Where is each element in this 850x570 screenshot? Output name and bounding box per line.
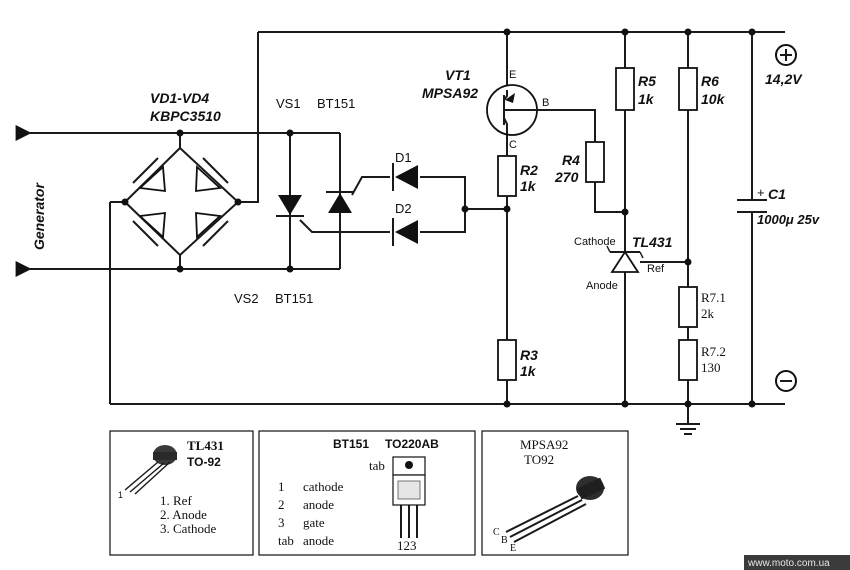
label-r6-val: 10k [701,91,726,107]
label-c1: C1 [768,186,786,202]
plus-terminal-icon [775,44,797,66]
to92-transistor-icon [505,476,606,543]
bt151-pin-3-name: gate [303,515,325,530]
wiring [30,31,785,424]
label-generator: Generator [31,182,47,250]
bt151-pin-numbers-row: 123 [397,538,417,553]
tl431-pin1-marker: 1 [118,490,123,500]
tl431-pin-3: 3. Cathode [160,521,217,536]
label-pin-c: C [509,139,517,151]
label-c1-val: 1000μ 25v [757,212,820,227]
label-r5: R5 [638,73,656,89]
bt151-pin-3-num: 3 [278,515,285,530]
label-cathode: Cathode [574,236,616,248]
tl431-regulator [606,245,644,273]
to220-package-icon [392,456,426,538]
bridge-rectifier [123,146,240,257]
label-vs1: VS1 [276,96,301,111]
tl431-box-package: TO-92 [187,455,221,469]
resistor-r2 [497,155,517,197]
thyristor-vs2 [276,195,304,217]
mpsa92-pin-c: C [493,527,500,538]
ground-icon [676,423,700,435]
label-voltage: 14,2V [765,71,803,87]
transistor-vt1 [486,84,538,136]
bt151-pin-2-name: anode [303,497,334,512]
bt151-tab-desc-val: anode [303,533,334,548]
label-r72: R7.2 [701,344,726,359]
watermark-text: www.moto.com.ua [747,558,830,569]
label-vt1: VT1 [445,67,471,83]
resistor-r3 [497,339,517,381]
bt151-box-title: BT151 [333,437,369,451]
resistor-r7-1 [678,286,698,328]
label-r2-val: 1k [520,178,537,194]
diode-d1 [392,163,418,191]
resistor-r7-2 [678,339,698,381]
label-d1: D1 [395,150,412,165]
label-r5-val: 1k [638,91,655,107]
diode-d2 [392,218,418,246]
label-vs1-part: BT151 [317,96,355,111]
mpsa92-box-package: TO92 [524,452,554,467]
tl431-pin-2: 2. Anode [160,507,207,522]
label-r4-val: 270 [554,169,579,185]
pinout-box-tl431: TL431 TO-92 1 1. Ref 2. Anode 3. Cathode [109,430,254,556]
bt151-pin-1-name: cathode [303,479,344,494]
label-r3: R3 [520,347,538,363]
label-pin-e: E [509,69,516,81]
label-r71: R7.1 [701,290,726,305]
bt151-pin-1-num: 1 [278,479,285,494]
label-r72-val: 130 [701,360,721,375]
label-vs2-part: BT151 [275,291,313,306]
tl431-pin-1: 1. Ref [160,493,192,508]
watermark-bar [744,555,850,570]
junction-dots [121,28,756,408]
label-r3-val: 1k [520,363,537,379]
capacitor-c1 [737,199,767,213]
thyristor-vs1 [326,191,354,213]
bt151-box-package: TO220AB [385,437,439,451]
label-r6: R6 [701,73,719,89]
label-bridge-part: KBPC3510 [150,108,221,124]
resistor-r5 [615,67,635,111]
label-tl431: TL431 [632,234,673,250]
label-r71-val: 2k [701,306,715,321]
mpsa92-box-title: MPSA92 [520,437,568,452]
label-r4: R4 [562,152,580,168]
pinout-box-mpsa92: MPSA92 TO92 C B E [481,430,629,556]
bt151-tab-label: tab [369,458,385,473]
label-ref: Ref [647,263,665,275]
resistor-r4 [585,141,605,183]
label-bridge-name: VD1-VD4 [150,90,209,106]
label-vs2: VS2 [234,291,259,306]
to92-package-icon [124,445,177,495]
pinout-box-bt151: BT151 TO220AB tab 123 1 cathode 2 anode … [258,430,476,556]
label-r2: R2 [520,162,538,178]
resistor-r6 [678,67,698,111]
bt151-tab-desc-key: tab [278,533,294,548]
bt151-pin-2-num: 2 [278,497,285,512]
label-anode: Anode [586,280,618,292]
label-vt1-part: MPSA92 [422,85,478,101]
minus-terminal-icon [775,370,797,392]
label-pin-b: B [542,97,549,109]
mpsa92-pin-e: E [510,543,516,554]
mpsa92-pin-b: B [501,535,508,546]
label-d2: D2 [395,201,412,216]
tl431-box-title: TL431 [187,438,224,453]
label-c1-plus: + [757,185,765,200]
